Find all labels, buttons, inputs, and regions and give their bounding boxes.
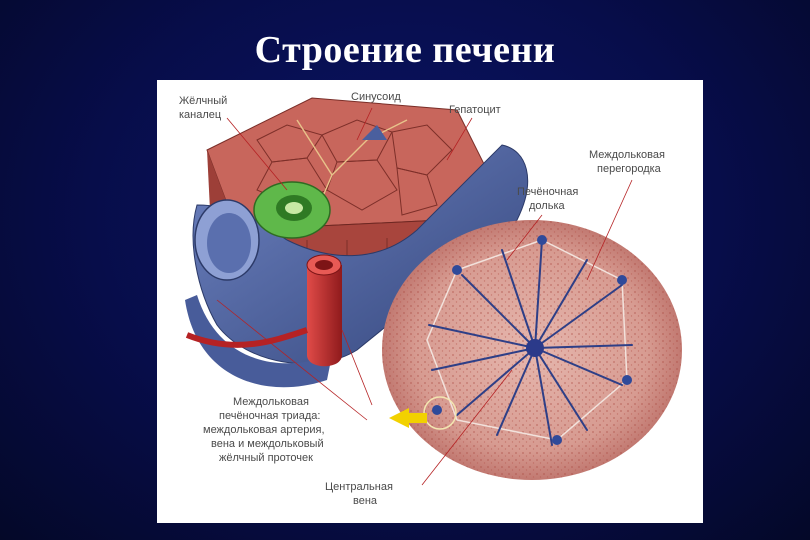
artery-tube (185, 254, 342, 367)
label-septum-1: Междольковая (589, 149, 665, 161)
label-triad-5: жёлчный проточек (219, 452, 313, 464)
liver-diagram: Жёлчный каналец Синусоид Гепатоцит Междо… (179, 91, 682, 507)
label-lobule-2: долька (529, 200, 565, 212)
label-hepatocyte: Гепатоцит (449, 104, 501, 116)
leader-lines (216, 107, 633, 486)
portal-vein-tube (185, 125, 529, 388)
label-lobule-1: Печёночная (517, 186, 578, 198)
label-bile-canal-2: каналец (179, 109, 222, 121)
central-vein (526, 339, 544, 357)
label-triad-3: междольковая артерия, (203, 424, 325, 436)
label-triad-4: вена и междольковый (211, 438, 324, 450)
label-triad-2: печёночная триада: (219, 410, 320, 422)
label-sinusoid: Синусоид (351, 91, 401, 103)
slide-title: Строение печени (254, 29, 556, 71)
liver-lobule (382, 220, 682, 480)
bile-duct-ring (253, 181, 331, 239)
sinusoid-lines (428, 239, 633, 446)
liver-structure-figure: Жёлчный каналец Синусоид Гепатоцит Междо… (157, 80, 703, 523)
yellow-arrow-icon (389, 408, 427, 428)
portal-triads (432, 235, 632, 445)
label-central-vein-1: Центральная (325, 481, 393, 493)
label-central-vein-2: вена (353, 495, 378, 507)
label-septum-2: перегородка (597, 163, 662, 175)
label-bile-canal-1: Жёлчный (179, 95, 227, 107)
label-triad-1: Междольковая (233, 396, 309, 408)
